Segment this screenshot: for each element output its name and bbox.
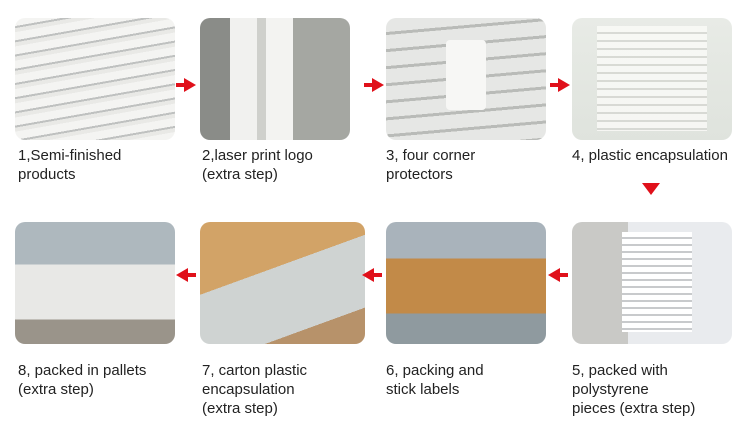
arrow-left-icon xyxy=(176,268,196,282)
step-7-photo xyxy=(200,222,365,344)
arrow-right-icon xyxy=(364,78,384,92)
step-1-caption: 1,Semi-finished products xyxy=(18,147,122,183)
step-5-caption: 5, packed with polystyrene pieces (extra… xyxy=(572,362,696,417)
step-6-photo xyxy=(386,222,546,344)
step-7-caption: 7, carton plastic encapsulation (extra s… xyxy=(202,362,308,417)
step-3-photo xyxy=(386,18,546,140)
step-8-photo xyxy=(15,222,175,344)
step-3-caption: 3, four corner protectors xyxy=(386,147,476,183)
arrow-left-icon xyxy=(362,268,382,282)
arrow-left-icon xyxy=(548,268,568,282)
step-4-caption: 4, plastic encapsulation xyxy=(572,147,728,164)
step-1-photo xyxy=(15,18,175,140)
arrow-right-icon xyxy=(176,78,196,92)
arrow-down-icon xyxy=(642,183,660,195)
step-6-caption: 6, packing and stick labels xyxy=(386,362,484,398)
arrow-right-icon xyxy=(550,78,570,92)
step-2-caption: 2,laser print logo (extra step) xyxy=(202,147,313,183)
step-4-photo xyxy=(572,18,732,140)
step-2-photo xyxy=(200,18,350,140)
step-5-photo xyxy=(572,222,732,344)
step-8-caption: 8, packed in pallets (extra step) xyxy=(18,362,147,398)
